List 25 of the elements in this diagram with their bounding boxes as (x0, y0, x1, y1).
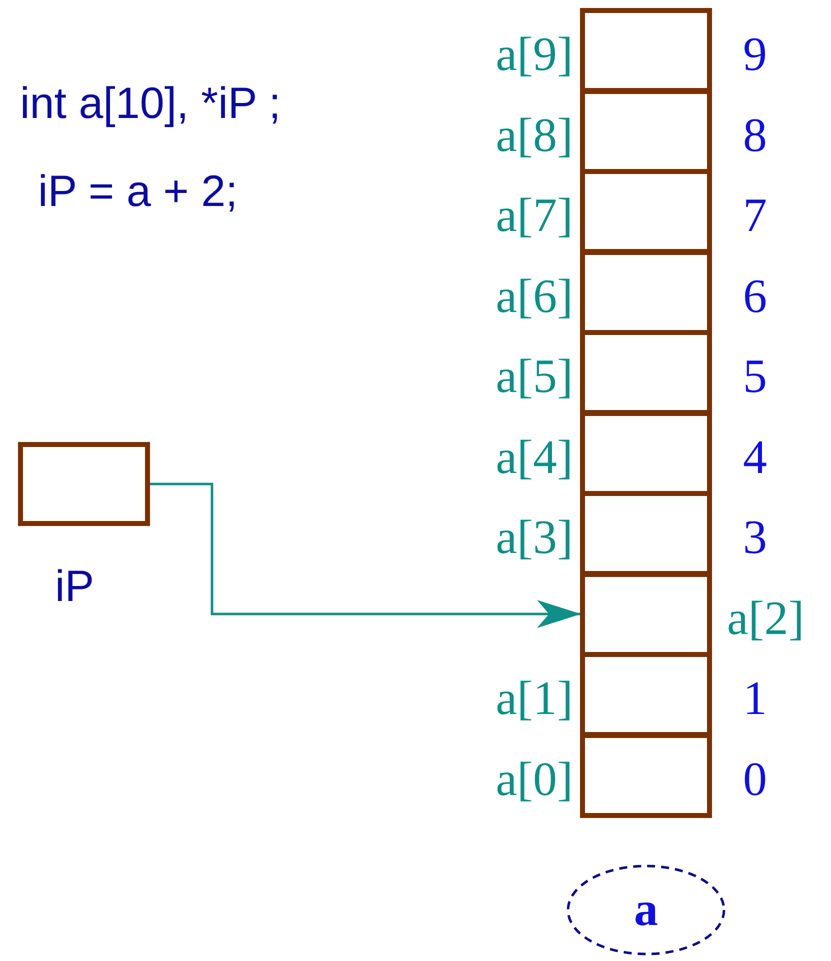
index-number: 3 (743, 514, 767, 562)
index-number: 6 (743, 272, 767, 320)
element-label: a[8] (496, 112, 573, 160)
array-name: a (633, 886, 659, 934)
code-line: iP = a + 2; (38, 170, 238, 214)
element-label: a[3] (496, 514, 573, 562)
index-number: 7 (743, 192, 767, 240)
element-label: a[5] (496, 353, 573, 401)
pointer-arrow (150, 482, 581, 628)
index-number: 0 (743, 756, 767, 804)
element-label: a[0] (496, 756, 573, 804)
element-label: a[6] (496, 272, 573, 320)
index-number: 1 (743, 675, 767, 723)
index-number: 9 (743, 31, 767, 79)
element-label: a[7] (496, 192, 573, 240)
code-line: int a[10], *iP ; (20, 82, 281, 126)
element-label: a[2] (727, 594, 804, 642)
array-name-ellipse (566, 864, 726, 956)
index-number: 5 (743, 353, 767, 401)
variable-name: iP (55, 565, 94, 609)
index-number: 4 (743, 434, 767, 482)
element-label: a[9] (496, 31, 573, 79)
element-label: a[1] (496, 675, 573, 723)
index-number: 8 (743, 112, 767, 160)
element-label: a[4] (496, 434, 573, 482)
